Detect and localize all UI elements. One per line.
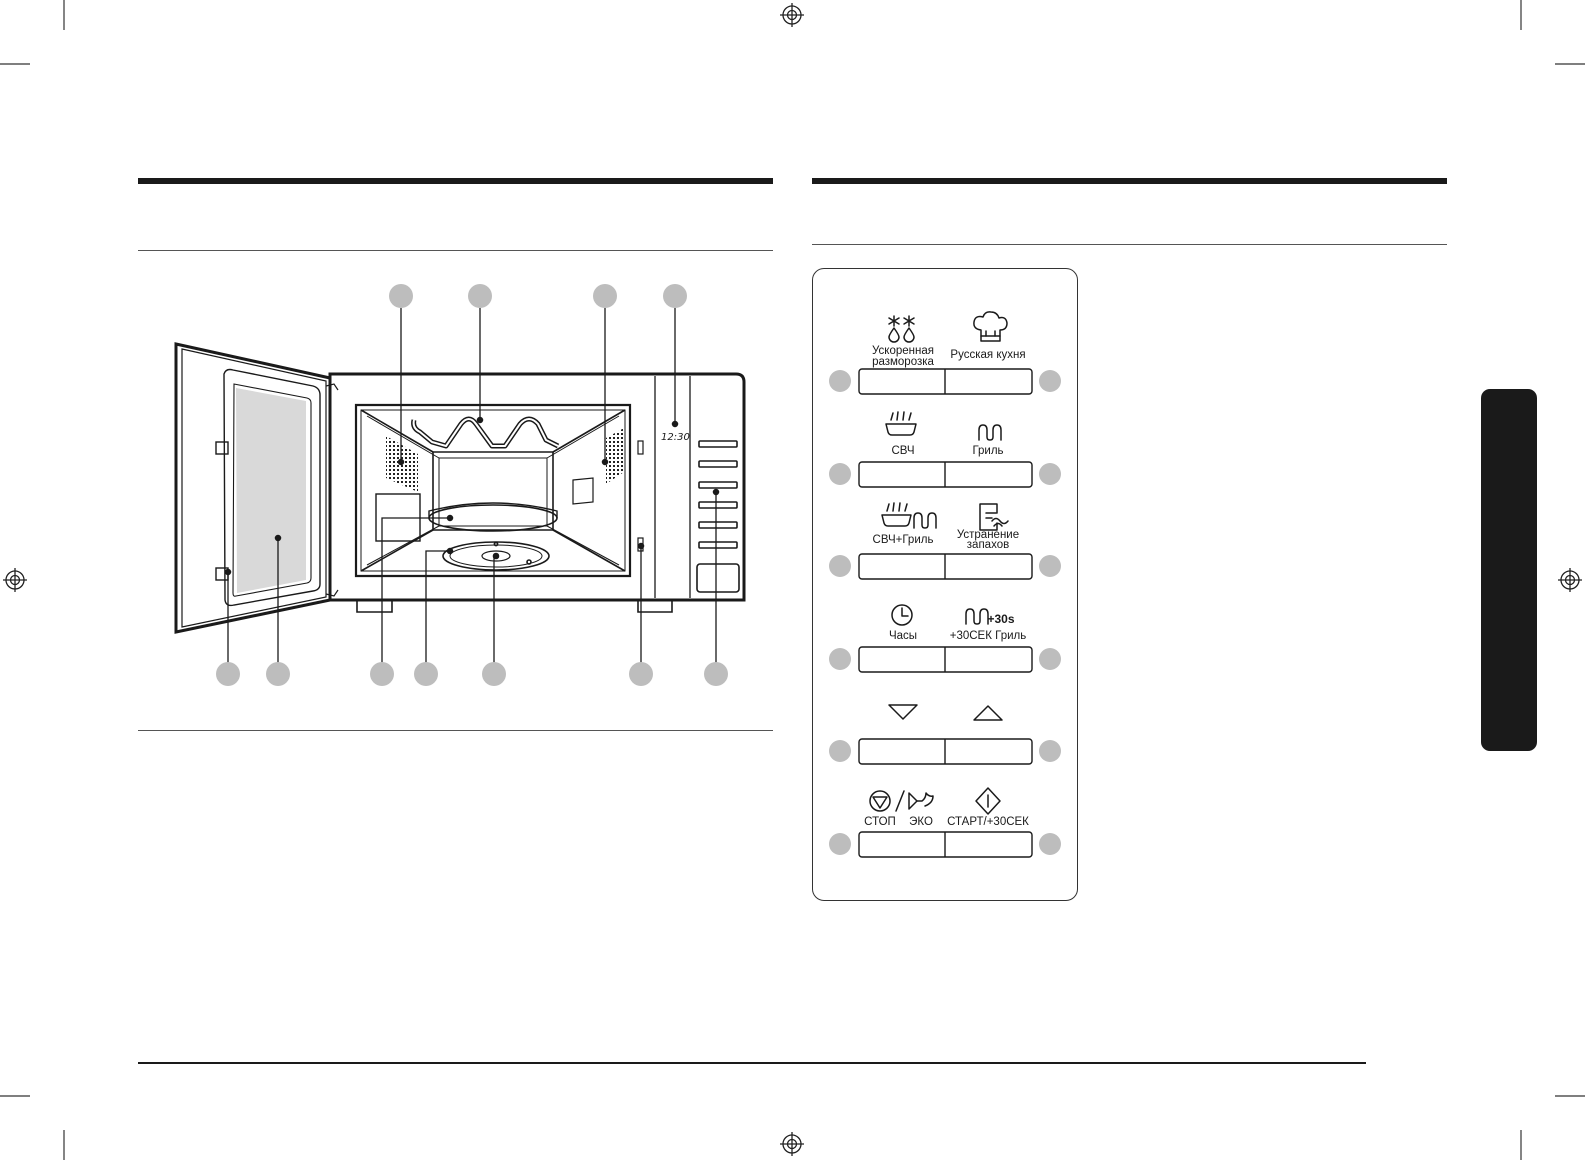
arrow-up-icon [973,705,1003,721]
microwave-icon [885,411,917,436]
stop-eco-icon [869,790,934,812]
label-grill-30s-icon-text: +30s [987,612,1014,626]
clock-icon [891,604,913,626]
label-russian-cuisine: Русская кухня [950,349,1025,361]
callout-9 [482,662,506,686]
left-section-rule [138,178,773,184]
label-start: СТАРТ/+30СЕК [947,816,1029,828]
label-clock: Часы [889,630,917,642]
grill-30s-icon [965,608,989,625]
registration-mark-right [1558,568,1582,592]
right-section-rule [812,178,1447,184]
callout-1 [389,284,413,308]
control-panel [812,268,1078,901]
arrow-down-icon [888,704,918,720]
oven-cavity [354,403,632,578]
callout-11 [704,662,728,686]
callout-5 [216,662,240,686]
label-deodorize-line1: Устранение [957,529,1019,541]
callout-2 [468,284,492,308]
label-deodorize-line2: запахов [967,539,1009,551]
label-defrost-line2: разморозка [872,356,934,368]
callout-8 [414,662,438,686]
label-grill-30s: +30СЕК Гриль [950,630,1026,642]
label-stop: СТОП [864,816,896,828]
footer-rule [138,1062,1366,1064]
callout-4 [663,284,687,308]
oven-display-time: 12:30 [661,432,690,443]
microwave-grill-icon [881,502,937,529]
oven-body [328,372,746,602]
oven-door [174,342,332,634]
defrost-icon [888,315,915,343]
registration-mark-top [780,3,804,27]
callout-6 [266,662,290,686]
right-subsection-rule [812,244,1447,246]
label-grill: Гриль [972,445,1003,457]
label-eco: ЭКО [909,816,933,828]
callout-7 [370,662,394,686]
callout-10 [629,662,653,686]
chapter-side-tab [1481,389,1537,751]
deodorize-icon [979,503,1009,531]
label-microwave: СВЧ [891,445,914,457]
grill-icon [978,424,1002,441]
registration-mark-left [3,568,27,592]
registration-mark-bottom [780,1132,804,1156]
label-microwave-grill: СВЧ+Гриль [873,534,934,546]
label-defrost-line1: Ускоренная [872,345,934,357]
callout-3 [593,284,617,308]
left-figure-bottom-rule [138,730,773,732]
start-icon [975,787,1001,815]
left-subsection-rule [138,250,773,252]
chef-hat-icon [973,311,1008,342]
